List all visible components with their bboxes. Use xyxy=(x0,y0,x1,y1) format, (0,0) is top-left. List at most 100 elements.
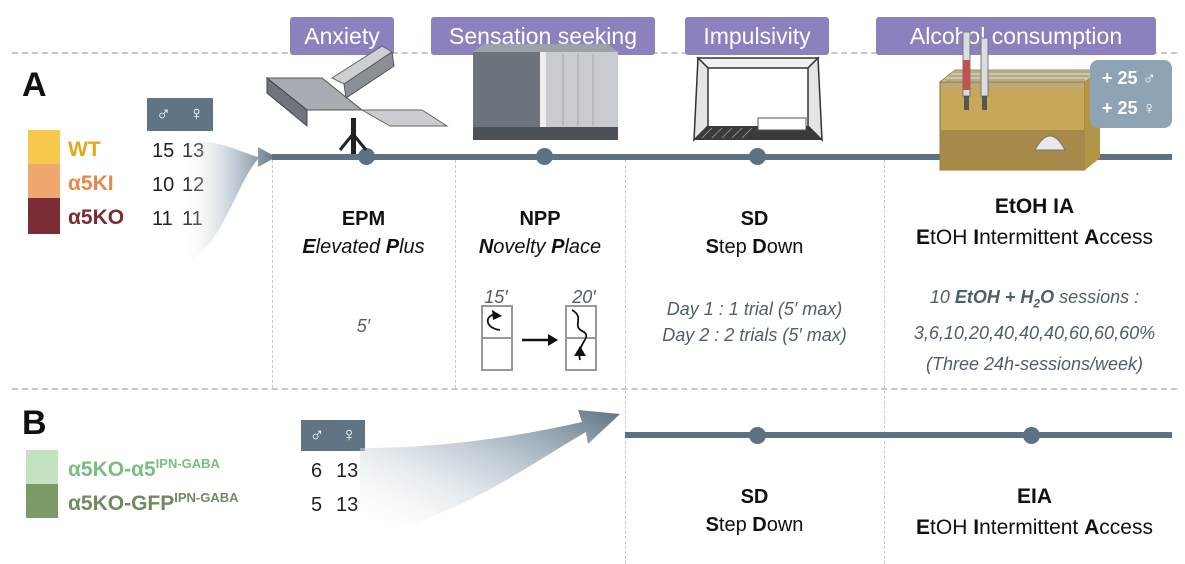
eia-full-initial-1: E xyxy=(916,516,931,539)
group-label-a5ko-gfp-sup: IPN-GABA xyxy=(174,490,239,505)
count-a5ko-a5-male: 6 xyxy=(311,460,323,482)
etoh-abbr: EtOH IA xyxy=(994,195,1075,218)
eia-full-initial-3: A xyxy=(1084,516,1100,539)
npp-box-image xyxy=(473,44,618,140)
etoh-sessions-count: 10 xyxy=(929,287,955,307)
sd-b-full-initial-2: D xyxy=(752,514,767,536)
sd-b-abbr: SD xyxy=(740,486,769,508)
etoh-full-initial-2: I xyxy=(973,226,980,249)
panel-a-label: A xyxy=(22,66,47,104)
npp-full-initial-1: N xyxy=(478,236,494,258)
middle-divider xyxy=(12,388,1177,390)
eia-full-rest-1: tOH xyxy=(930,516,974,539)
epm-full-initial-2: P xyxy=(385,236,400,258)
col-divider-1 xyxy=(272,160,273,388)
npp-abbr: NPP xyxy=(519,208,561,230)
eia-abbr: EIA xyxy=(1016,485,1052,508)
count-a5ki-male: 10 xyxy=(152,174,175,196)
timeline-a-dot-epm xyxy=(358,148,375,165)
female-symbol: ♀ xyxy=(189,103,204,125)
extra-animals-badge: + 25 ♂ + 25 ♀ xyxy=(1090,60,1172,128)
sd-full-initial-2: D xyxy=(752,236,767,258)
npp-full-rest-2: lace xyxy=(564,236,602,258)
timeline-b-dot-sd xyxy=(749,427,766,444)
sd-abbr: SD xyxy=(740,208,769,230)
epm-maze-image xyxy=(265,45,449,154)
etoh-full-initial-3: A xyxy=(1084,226,1100,249)
npp-full: Novelty Place xyxy=(455,233,625,261)
etoh-title: EtOH IA EtOH Intermittent Access xyxy=(884,191,1185,253)
col-divider-4 xyxy=(884,160,885,564)
etoh-sessions: 10 EtOH + H2O sessions : xyxy=(884,284,1185,317)
panel-b-arrow xyxy=(360,410,620,536)
group-label-a5ko-a5-sup: IPN-GABA xyxy=(155,456,220,471)
eia-full-rest-2: ntermittent xyxy=(979,516,1085,539)
npp-protocol-diagram xyxy=(481,305,597,371)
male-symbol: ♂ xyxy=(156,103,171,125)
epm-duration: 5′ xyxy=(356,316,371,336)
epm-full: Elevated Plus xyxy=(272,233,455,261)
group-label-a5ko-gfp: α5KO-GFPIPN-GABA xyxy=(68,490,239,516)
npp-title: NPP Novelty Place xyxy=(455,205,625,261)
npp-time-1: 15′ xyxy=(484,287,508,307)
male-symbol-b: ♂ xyxy=(309,424,325,446)
sd-b-full-initial-1: S xyxy=(705,514,719,536)
etoh-sessions-post: sessions : xyxy=(1054,287,1140,307)
timeline-a-dot-sd xyxy=(749,148,766,165)
npp-full-rest-1: ovelty xyxy=(493,236,552,258)
npp-time-2: 20′ xyxy=(572,287,596,307)
etoh-full-rest-1: tOH xyxy=(930,226,974,249)
epm-full-initial-1: E xyxy=(302,236,316,258)
stage-tag-anxiety: Anxiety xyxy=(290,17,394,55)
group-label-a5ko-a5-name: α5KO-α5 xyxy=(68,458,156,481)
epm-abbr: EPM xyxy=(341,208,386,230)
panel-a-sex-header: ♂ ♀ xyxy=(147,98,213,131)
sd-b-full: Step Down xyxy=(625,511,884,539)
col-divider-3 xyxy=(625,160,626,564)
extra-male: + 25 ♂ xyxy=(1102,68,1157,88)
stage-tag-alcohol-consumption: Alcohol consumption xyxy=(876,17,1156,55)
panel-a-timeline xyxy=(272,154,1172,160)
swatch-a5ki xyxy=(28,164,60,198)
swatch-a5ko xyxy=(28,198,60,234)
extra-female: + 25 ♀ xyxy=(1102,98,1157,118)
count-a5ko-male: 11 xyxy=(152,208,173,230)
etoh-cage-image xyxy=(938,31,1102,171)
panel-a-arrow xyxy=(180,140,276,265)
count-a5ko-gfp-male: 5 xyxy=(311,494,323,516)
epm-full-rest-1: levated xyxy=(315,236,386,258)
etoh-full: EtOH Intermittent Access xyxy=(884,222,1185,253)
swatch-a5ko-gfp xyxy=(26,484,58,518)
sd-b-title: SD Step Down xyxy=(625,483,884,539)
sd-day2: Day 2 : 2 trials (5′ max) xyxy=(662,325,847,345)
stage-tag-impulsivity: Impulsivity xyxy=(685,17,829,55)
swatch-wt xyxy=(28,130,60,164)
timeline-a-dot-npp xyxy=(536,148,553,165)
sd-full: Step Down xyxy=(625,233,884,261)
etoh-full-rest-2: ntermittent xyxy=(979,226,1085,249)
sd-b-full-rest-1: tep xyxy=(718,514,753,536)
sd-box-image xyxy=(693,56,823,142)
eia-title: EIA EtOH Intermittent Access xyxy=(884,481,1185,543)
eia-full: EtOH Intermittent Access xyxy=(884,512,1185,543)
group-label-a5ko: α5KO xyxy=(68,206,125,229)
sd-day1: Day 1 : 1 trial (5′ max) xyxy=(666,299,843,319)
eia-full-rest-3: ccess xyxy=(1099,516,1153,539)
panel-b-timeline xyxy=(625,432,1172,438)
sd-full-rest-1: tep xyxy=(718,236,753,258)
count-wt-male: 15 xyxy=(152,140,175,162)
etoh-percentages: 3,6,10,20,40,40,40,60,60,60% xyxy=(913,323,1156,343)
count-a5ko-gfp-female: 13 xyxy=(336,494,359,516)
female-symbol-b: ♀ xyxy=(341,424,357,446)
group-label-a5ko-gfp-name: α5KO-GFP xyxy=(68,492,175,515)
group-label-a5ko-a5: α5KO-α5IPN-GABA xyxy=(68,456,220,482)
etoh-sessions-bold: EtOH + H xyxy=(954,287,1034,307)
sd-b-full-rest-2: own xyxy=(766,514,804,536)
col-divider-2 xyxy=(455,160,456,388)
panel-b-label: B xyxy=(22,404,47,442)
etoh-sessions-sub: 2 xyxy=(1033,296,1041,311)
count-a5ko-a5-female: 13 xyxy=(336,460,359,482)
etoh-full-rest-3: ccess xyxy=(1099,226,1153,249)
npp-full-initial-2: P xyxy=(551,236,565,258)
sd-full-initial-1: S xyxy=(705,236,719,258)
